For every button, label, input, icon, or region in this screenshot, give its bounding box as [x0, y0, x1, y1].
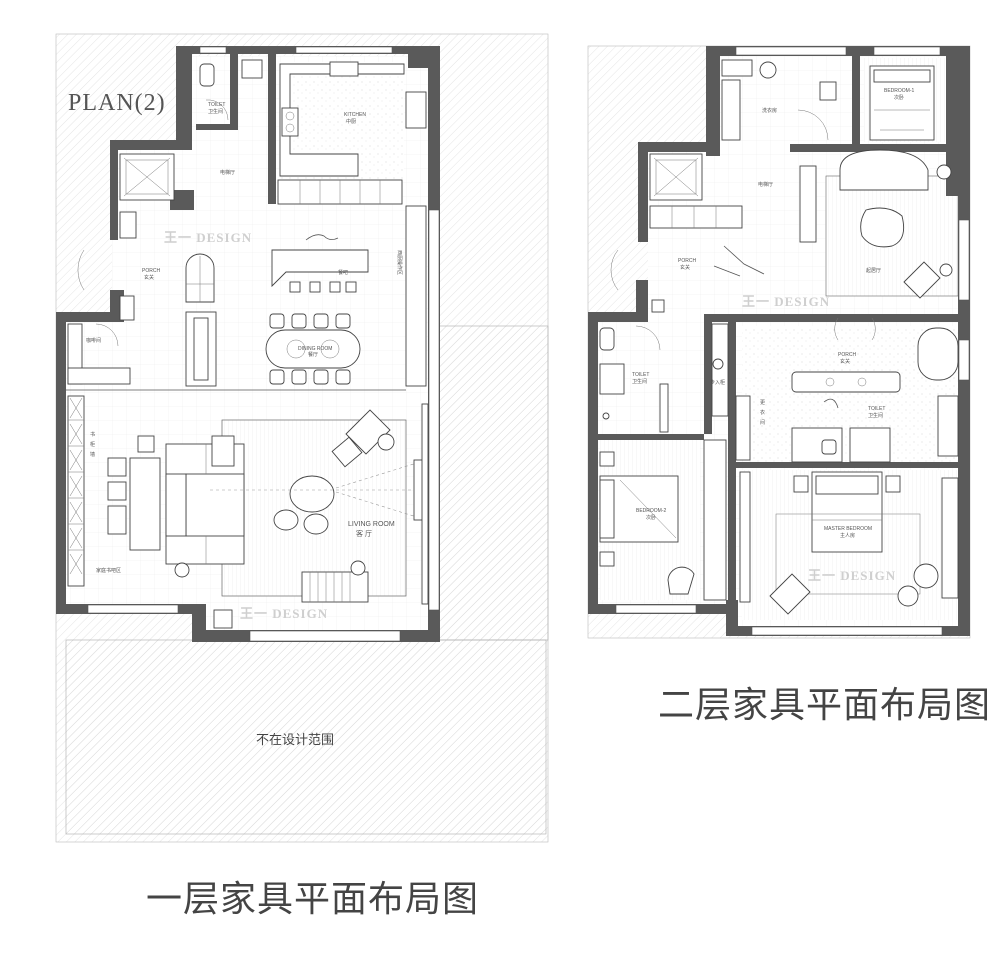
f1-toilet-en: TOILET [208, 102, 225, 108]
f2-toilet-cn: 卫生间 [632, 378, 647, 385]
f2-porch-en: PORCH [678, 258, 696, 264]
f1-bookwall-2: 柜 [90, 441, 95, 448]
f2-laundry: 洗衣房 [762, 107, 777, 114]
f1-west-kitchen: 西厨操作区 [396, 250, 403, 275]
f1-living-en: LIVING ROOM [348, 521, 395, 528]
floor1-room-labels: TOILET 卫生间 电梯厅 KITCHEN 中厨 PORCH 玄关 餐吧 西厨… [86, 102, 403, 574]
f1-kitchen-cn: 中厨 [346, 118, 356, 125]
f2-master-en: MASTER BEDROOM [824, 526, 872, 532]
f1-family-bar: 家庭书吧区 [96, 567, 121, 574]
f1-toilet-cn: 卫生间 [208, 108, 223, 115]
f2-porch-cn: 玄关 [680, 264, 690, 271]
f2-bedroom2-cn: 次卧 [646, 514, 656, 521]
watermark-floor1-top: 王一 DESIGN [164, 230, 252, 245]
watermark-floor1-bottom: 王一 DESIGN [240, 606, 328, 621]
f1-dining-en: DINING ROOM [298, 346, 332, 352]
plan-title: PLAN(2) [68, 90, 166, 116]
f2-bedroom2-en: BEDROOM-2 [636, 508, 667, 514]
f1-kitchen-en: KITCHEN [344, 112, 366, 118]
f2-porch2-cn: 玄关 [840, 358, 850, 365]
f1-coffee: 咖啡间 [86, 337, 101, 344]
f1-elevator-hall: 电梯厅 [220, 169, 235, 176]
f2-closet: 步入柜 [710, 379, 725, 386]
watermark-floor2-bottom: 王一 DESIGN [808, 568, 896, 583]
f2-elevator-hall: 电梯厅 [758, 181, 773, 188]
floor1-plan [55, 33, 549, 843]
f1-porch-cn: 玄关 [144, 274, 154, 281]
f2-wardrobe-2: 衣 [760, 409, 765, 416]
f1-dining-cn: 餐厅 [308, 351, 318, 358]
f2-toilet2-cn: 卫生间 [868, 412, 883, 419]
f2-bedroom1-en: BEDROOM-1 [884, 88, 915, 94]
f1-bookwall-1: 书 [90, 431, 95, 438]
f2-lounge: 起居厅 [866, 268, 881, 274]
f2-toilet2-en: TOILET [868, 406, 885, 412]
floor2-caption: 二层家具平面布局图 [658, 685, 992, 726]
floor2-plan [587, 45, 971, 639]
f1-bar: 餐吧 [338, 269, 348, 276]
f2-wardrobe-3: 间 [760, 419, 765, 426]
f2-bedroom1-cn: 次卧 [894, 94, 904, 101]
out-of-scope-area [65, 639, 547, 835]
f2-master-cn: 主人房 [840, 532, 855, 539]
out-of-scope-label: 不在设计范围 [256, 732, 334, 747]
floor2-room-labels: 洗衣房 BEDROOM-1 次卧 电梯厅 起居厅 PORCH 玄关 TOILET… [632, 88, 915, 539]
f2-porch2-en: PORCH [838, 352, 856, 358]
f1-bookwall-3: 墙 [90, 451, 95, 458]
floor1-caption: 一层家具平面布局图 [146, 879, 480, 920]
f2-toilet-en: TOILET [632, 372, 649, 378]
f1-living-cn: 客 厅 [356, 529, 372, 538]
f1-porch-en: PORCH [142, 268, 160, 274]
watermark-floor2-top: 王一 DESIGN [742, 294, 830, 309]
f2-wardrobe-1: 更 [760, 400, 765, 406]
